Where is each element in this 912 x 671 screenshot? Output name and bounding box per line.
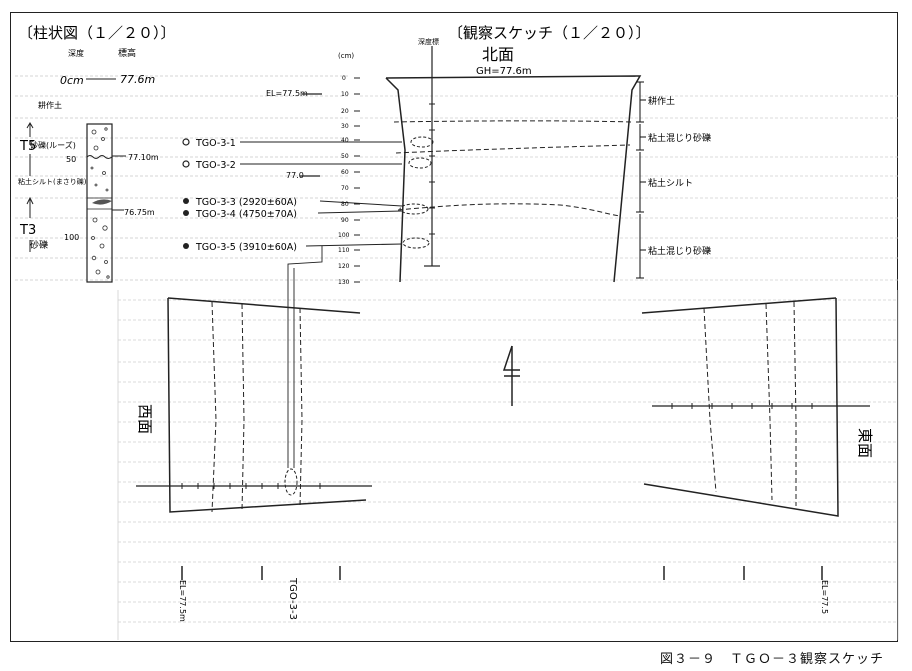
unit-t5-label: T5 [19,139,36,154]
north-arrow-icon [502,345,520,406]
elevation-header: 標高 [118,47,136,59]
figure-caption: 図３－９ ＴＧＯ－３観察スケッチ [659,652,884,667]
svg-text:110: 110 [338,247,350,254]
bottom-label-el-left: EL=77.5m [178,580,187,622]
elevation-low-label: 76.75m [124,208,155,217]
depth-100-label: 100 [64,233,79,242]
svg-text:0: 0 [342,75,346,82]
sample-marker-2 [182,160,190,168]
svg-text:70: 70 [341,185,349,192]
depth-marker-label: 深度標 [418,37,439,46]
side-label-clay-silt: 粘土シルト [648,177,693,189]
elevation-mid-label: 77.10m [128,153,159,162]
side-label-topsoil: 耕作土 [648,95,675,107]
side-label-clay-gravel-1: 粘土混じり砂礫 [648,132,711,144]
west-face-label: 西面 [136,404,154,434]
sample-label-3: TGO-3-3 (2920±60A) [195,197,297,208]
depth-50-label: 50 [66,155,76,164]
columnar-title: 〔柱状図（１／２０）〕 [18,24,176,42]
svg-text:10: 10 [341,91,349,98]
svg-text:20: 20 [341,108,349,115]
columnar-guides [15,75,350,281]
sample-label-4: TGO-3-4 (4750±70A) [195,209,297,220]
elevation-top-label: 77.6m [120,73,155,86]
layer-label-clay-silt: 粘土シルト(まさり礫) [18,177,87,186]
side-label-clay-gravel-2: 粘土混じり砂礫 [648,245,711,257]
svg-text:40: 40 [341,137,349,144]
gravel-pattern [90,127,110,279]
svg-text:120: 120 [338,263,350,270]
east-face-label: 東面 [856,428,874,458]
depth-scale: 0 10 20 30 40 50 60 70 80 90 100 110 120… [338,75,350,286]
sample-marker-1 [182,138,190,146]
plan-view: 西面 東面 E [117,246,899,640]
north-face-sketch: 深度標 北面 GH=77.6m [360,37,900,283]
layer-label-gravel: 砂礫 [30,239,48,251]
svg-text:130: 130 [338,279,350,286]
sample-label-5: TGO-3-5 (3910±60A) [195,242,297,253]
north-gh-label: GH=77.6m [476,66,532,77]
sample-label-2: TGO-3-2 [195,160,236,171]
north-face-label: 北面 [482,45,514,64]
layer-label-topsoil: 耕作土 [38,100,62,110]
svg-text:80: 80 [341,201,349,208]
svg-text:60: 60 [341,169,349,176]
plan-grid [118,299,898,623]
unit-t3-label: T3 [19,223,36,238]
svg-text:100: 100 [338,232,350,239]
layer-label-loose-gravel: 砂礫(ルーズ) [30,140,76,150]
sample-marker-5 [183,243,189,249]
depth-header: 深度 [68,48,84,58]
sample-label-1: TGO-3-1 [195,138,236,149]
stratigraphic-column [86,123,113,283]
sample-marker-3 [183,198,189,204]
bottom-label-el-right: EL=77.5 [820,580,829,614]
sample-marker-4 [183,210,189,216]
figure-frame [10,12,898,642]
el-770-label: 77.0 [286,171,304,180]
svg-text:50: 50 [341,153,349,160]
sketch-title: 〔観察スケッチ（１／２０）〕 [448,24,651,42]
scale-unit-label: (cm) [338,52,354,60]
svg-text:90: 90 [341,217,349,224]
columnar-section: 深度 標高 0cm 50 100 77.6m 77.10m 76.75m 耕作土 [15,47,403,286]
depth-0-label: 0cm [60,74,84,87]
svg-text:30: 30 [341,123,349,130]
bottom-label-sample: TGO-3-3 [287,577,298,620]
el-label-top: EL=77.5m [266,89,308,98]
